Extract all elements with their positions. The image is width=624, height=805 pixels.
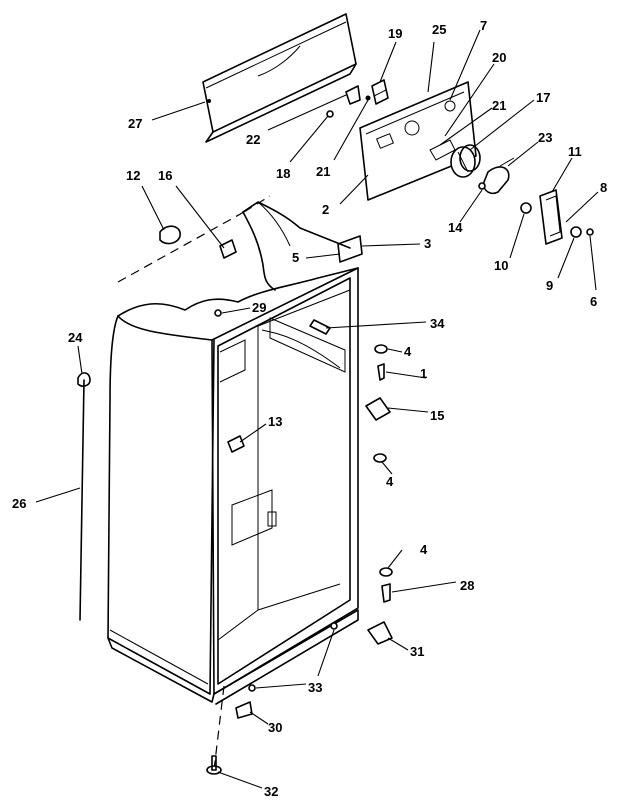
- bracket-31: [367, 621, 393, 645]
- callout-33: 33: [308, 680, 322, 695]
- callout-15: 15: [430, 408, 444, 423]
- callout-5: 5: [292, 250, 299, 265]
- callout-24: 24: [68, 330, 83, 345]
- callout-27: 27: [128, 116, 142, 131]
- thermostat: [482, 157, 515, 195]
- screw-14: [478, 182, 486, 190]
- top-trim-panel: [202, 13, 357, 143]
- callout-2: 2: [322, 202, 329, 217]
- callout-7: 7: [480, 18, 487, 33]
- control-knob: [450, 144, 481, 178]
- retaining-clip: [345, 85, 361, 105]
- callout-23: 23: [538, 130, 552, 145]
- callout-4-middle: 4: [386, 474, 394, 489]
- part-30-clip: [235, 701, 253, 719]
- callout-1: 1: [420, 366, 427, 381]
- callout-10: 10: [494, 258, 508, 273]
- callout-4-top: 4: [404, 344, 412, 359]
- callout-6: 6: [590, 294, 597, 309]
- screw-1: [377, 363, 385, 381]
- part-12-plug: [159, 225, 181, 245]
- callout-13: 13: [268, 414, 282, 429]
- callout-30: 30: [268, 720, 282, 735]
- callout-22: 22: [246, 132, 260, 147]
- control-panel-plate: [359, 81, 477, 201]
- part-34-clip: [309, 319, 331, 335]
- callout-34: 34: [430, 316, 445, 331]
- callout-32: 32: [264, 784, 278, 799]
- callout-29: 29: [252, 300, 266, 315]
- callout-19: 19: [388, 26, 402, 41]
- cabinet-liner: [107, 201, 359, 705]
- thermostat-bracket: [371, 79, 389, 105]
- callout-4-lower: 4: [420, 542, 428, 557]
- callout-28: 28: [460, 578, 474, 593]
- alignment-line-flange: [243, 195, 271, 213]
- callout-8: 8: [600, 180, 607, 195]
- plug-33-a: [248, 684, 256, 692]
- bracket-15: [365, 397, 391, 421]
- callout-21-lower: 21: [492, 98, 506, 113]
- nut-4-lower: [379, 567, 393, 577]
- hinge-bracket-3: [337, 235, 363, 263]
- screw-18: [326, 110, 334, 118]
- alignment-line-top: [117, 211, 245, 283]
- callout-16: 16: [158, 168, 172, 183]
- callout-21-upper: 21: [316, 164, 330, 179]
- callout-20: 20: [492, 50, 506, 65]
- plug-33-b: [330, 622, 338, 630]
- part-16-clip: [219, 239, 237, 259]
- callout-12: 12: [126, 168, 140, 183]
- drain-tube-26: [79, 379, 85, 621]
- leveling-leg-32: [206, 755, 222, 775]
- callout-3: 3: [424, 236, 431, 251]
- callout-9: 9: [546, 278, 553, 293]
- screw-28: [381, 583, 391, 603]
- nut-4-top: [374, 344, 388, 354]
- callout-11: 11: [568, 144, 582, 159]
- callout-labels: 1 2 3 4 4 4 5 6 7 8 9 10 11 12 13 14 15 …: [12, 18, 607, 799]
- part-29: [214, 309, 222, 317]
- clip-24: [77, 372, 91, 387]
- light-switch-assembly: [520, 189, 594, 245]
- nut-4-middle: [373, 453, 387, 463]
- part-13-bracket: [227, 435, 245, 453]
- callout-26: 26: [12, 496, 26, 511]
- callout-14: 14: [448, 220, 463, 235]
- callout-25: 25: [432, 22, 446, 37]
- leader-lines: [35, 29, 599, 789]
- screw-21-upper: [365, 95, 371, 101]
- callout-17: 17: [536, 90, 550, 105]
- callout-18: 18: [276, 166, 290, 181]
- callout-31: 31: [410, 644, 424, 659]
